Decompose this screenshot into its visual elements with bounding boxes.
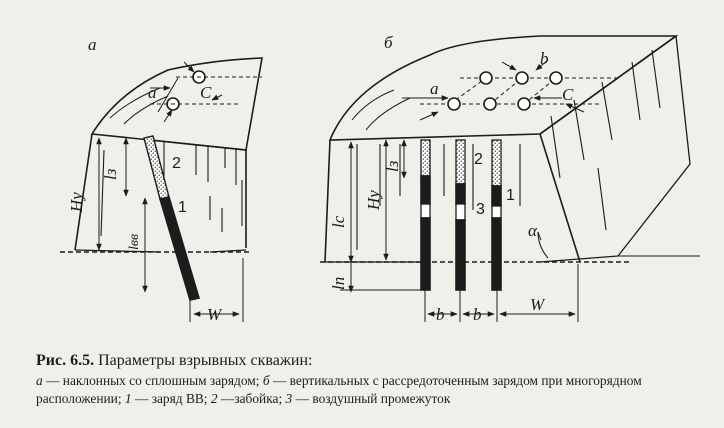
caption-text-a: — наклонных со сплошным зарядом; <box>42 373 263 388</box>
panel-a-dim-hu-label: Hу <box>67 192 86 213</box>
panel-a-stemming <box>143 135 170 200</box>
caption-text-1: — заряд ВВ; <box>131 391 211 406</box>
caption-fig-number: Рис. 6.5. <box>36 352 95 369</box>
panel-a-charge <box>158 196 201 301</box>
panel-b <box>320 35 700 322</box>
panel-b-air-gap-number: 3 <box>476 201 485 218</box>
figure-caption: Рис. 6.5. Параметры взрывных скважин: а … <box>36 350 716 408</box>
panel-a-inclined-hole <box>143 135 201 301</box>
panel-a-charge-number: 1 <box>178 199 187 216</box>
panel-b-label: б <box>384 33 393 52</box>
caption-title: Параметры взрывных скважин: <box>98 352 313 369</box>
panel-b-hole-2 <box>455 139 466 291</box>
panel-b-stemming-number: 2 <box>474 151 483 168</box>
panel-b-hole-mark-5 <box>515 71 529 85</box>
panel-b-hole-mark-1 <box>447 97 461 111</box>
caption-text-b: — вертикальных с рассредоточенным зарядо… <box>36 373 642 406</box>
panel-a-stemming-number: 2 <box>172 155 181 172</box>
caption-key-2: 2 <box>210 391 218 406</box>
panel-a <box>60 57 263 322</box>
panel-b-angle-label: α <box>528 221 538 240</box>
blasthole-parameters-figure: a a C Hу lз lвв 2 1 W <box>60 33 700 324</box>
caption-legend: а — наклонных со сплошным зарядом; б — в… <box>36 372 716 408</box>
caption-text-2: —забойка; <box>217 391 286 406</box>
caption-key-b: б <box>262 373 270 388</box>
panel-a-dim-a-label: a <box>148 83 157 102</box>
panel-a-bench-left-side <box>74 133 93 251</box>
caption-text-3: — воздушный промежуток <box>292 391 451 406</box>
panel-b-hole-mark-2 <box>483 97 497 111</box>
panel-b-hole-1 <box>420 139 431 291</box>
panel-b-dim-b1-label: b <box>436 305 445 324</box>
panel-b-bench-top <box>328 35 679 141</box>
panel-a-dim-lz-label: lз <box>101 168 120 180</box>
panel-a-dim-lvv-label: lвв <box>127 234 142 250</box>
panel-a-bench-top <box>90 57 263 151</box>
panel-b-hole-mark-3 <box>517 97 531 111</box>
panel-b-dim-a-label: a <box>430 79 439 98</box>
panel-a-bench-face <box>149 139 247 248</box>
panel-b-hole-mark-6 <box>549 71 563 85</box>
panel-b-dim-b2-label: b <box>473 305 482 324</box>
caption-key-3: 3 <box>285 391 293 406</box>
panel-a-dim-w-label: W <box>207 305 223 324</box>
caption-heading: Рис. 6.5. Параметры взрывных скважин: <box>36 350 716 372</box>
panel-b-dim-lc-label: lс <box>329 215 348 228</box>
caption-key-a: а <box>36 373 43 388</box>
panel-b-bench-left-side <box>324 139 331 263</box>
panel-b-hole-mark-4 <box>479 71 493 85</box>
panel-b-bench-face <box>539 35 677 135</box>
panel-b-dim-c-label: C <box>562 85 574 104</box>
caption-key-1: 1 <box>124 391 132 406</box>
panel-b-dim-lp-label: lп <box>329 277 348 290</box>
panel-b-dim-w-label: W <box>530 295 546 314</box>
panel-b-hole-3 <box>491 139 502 291</box>
panel-a-dim-c-label: C <box>200 83 212 102</box>
panel-b-dim-lz-label: lз <box>383 160 402 172</box>
panel-b-dim-hu-label: Hу <box>364 190 383 211</box>
panel-a-label: a <box>88 35 97 54</box>
panel-b-charge-number: 1 <box>506 187 515 204</box>
panel-b-dim-b-top-label: b <box>540 49 549 68</box>
